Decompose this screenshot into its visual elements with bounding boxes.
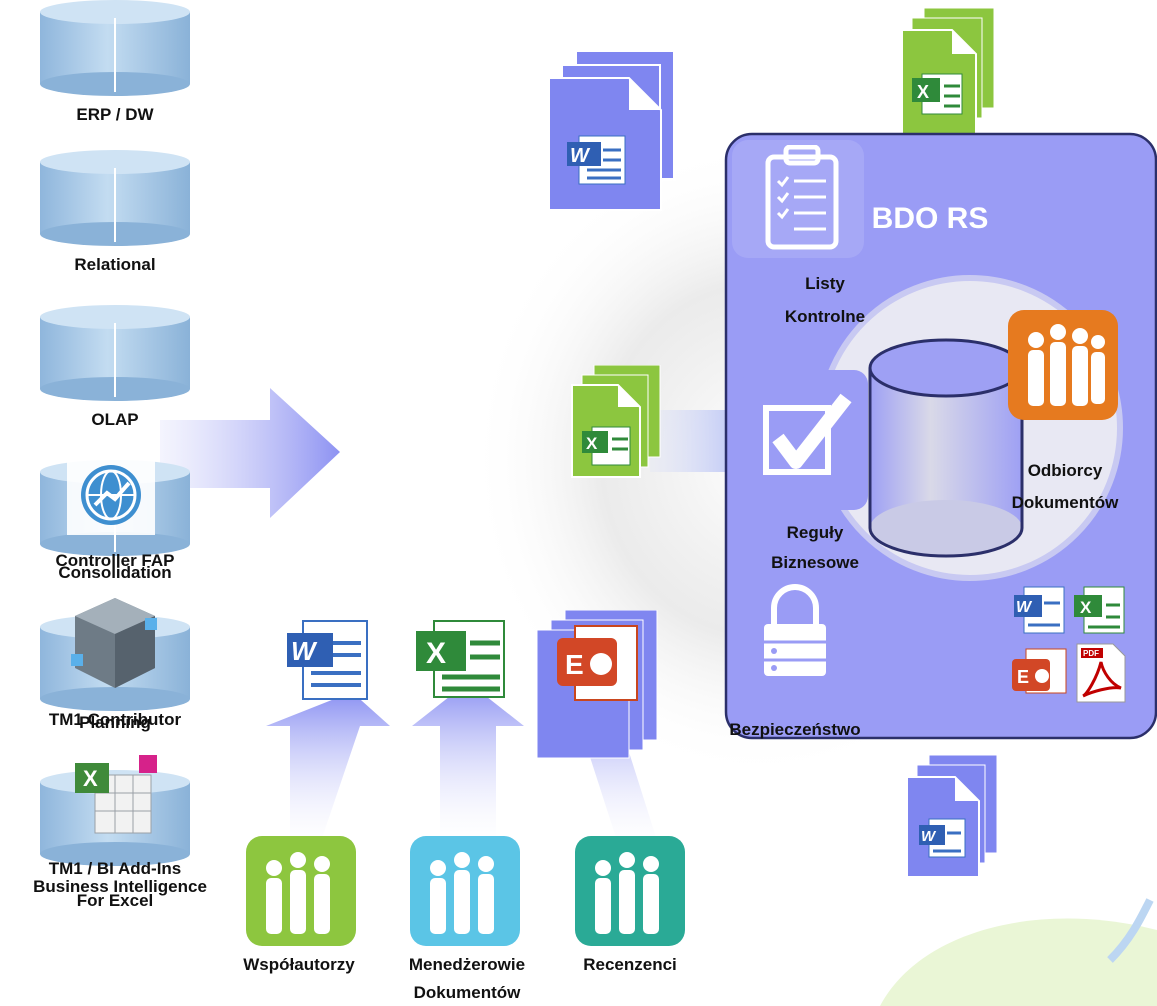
rules-label-a: Reguły — [786, 523, 844, 542]
cylinder-relational — [40, 150, 190, 246]
svg-text:W: W — [291, 636, 318, 666]
database-icon — [868, 338, 1024, 558]
source-label-bi: Business Intelligence — [33, 877, 207, 896]
system-title: BDO RS — [871, 202, 989, 235]
svg-text:E: E — [565, 649, 584, 680]
role-label-managers-b: Dokumentów — [413, 983, 521, 1002]
svg-text:X: X — [917, 82, 929, 102]
security-label: Bezpieczeństwo — [729, 720, 861, 739]
source-label-tm1-addins: TM1 / BI Add-Ins — [48, 859, 182, 878]
source-label-relational: Relational — [74, 255, 156, 274]
contributors-people-icon — [246, 836, 356, 946]
role-label-contributors: Współautorzy — [243, 955, 355, 974]
excel-addin-icon: X — [75, 755, 157, 834]
rules-checkbox-icon — [742, 370, 868, 510]
powerpoint-doc-icon: E — [1012, 648, 1067, 694]
powerpoint-doc-stack: E — [536, 610, 658, 759]
word-doc-stack-bottom: W — [906, 755, 998, 878]
source-label-consolidation: Consolidation — [58, 563, 172, 582]
word-doc-icon: W — [1014, 586, 1065, 634]
checklists-label-a: Listy — [805, 274, 845, 293]
svg-text:W: W — [921, 828, 937, 845]
pdf-label: PDF — [1083, 649, 1099, 658]
excel-doc-stack-middle: X — [571, 365, 661, 478]
source-label-planning: Planning — [79, 713, 151, 732]
svg-text:X: X — [83, 766, 98, 791]
svg-text:E: E — [1017, 667, 1029, 687]
rules-label-b: Biznesowe — [771, 553, 859, 572]
excel-doc-icon: X — [912, 73, 963, 115]
swirl-line — [1107, 898, 1154, 963]
role-label-reviewers: Recenzenci — [583, 955, 677, 974]
svg-text:X: X — [586, 434, 598, 453]
word-doc-icon: W — [919, 818, 966, 858]
cylinder-olap — [40, 305, 190, 401]
svg-text:W: W — [570, 145, 591, 167]
lock-icon — [764, 584, 826, 676]
excel-doc-icon: X — [1074, 586, 1125, 634]
up-arrow-2 — [412, 682, 524, 845]
flow-arrow-right — [160, 388, 340, 518]
word-doc-icon: W — [287, 620, 368, 700]
pdf-doc-icon: PDF — [1076, 643, 1126, 703]
swirl-decoration — [880, 918, 1157, 1006]
word-doc-stack-top: W — [548, 50, 676, 211]
recipients-label-a: Odbiorcy — [1027, 461, 1103, 480]
cylinder-erp — [40, 0, 190, 96]
up-arrow-3 — [552, 688, 660, 850]
document-managers-people-icon — [410, 836, 520, 946]
cube-grid-icon — [71, 598, 157, 688]
checklists-label-b: Kontrolne — [784, 307, 866, 326]
excel-doc-icon: X — [416, 620, 505, 698]
svg-text:W: W — [1016, 599, 1033, 616]
recipients-people-icon — [1008, 310, 1118, 420]
role-label-managers-a: Menedżerowie — [408, 955, 526, 974]
svg-text:X: X — [426, 637, 446, 670]
globe-chart-icon — [67, 455, 155, 535]
source-label-for-excel: For Excel — [76, 891, 154, 910]
recipients-label-b: Dokumentów — [1011, 493, 1119, 512]
word-doc-icon: W — [567, 135, 626, 185]
svg-text:X: X — [1080, 598, 1092, 617]
up-arrow-1 — [266, 692, 390, 850]
source-label-erp: ERP / DW — [76, 105, 154, 124]
powerpoint-doc-icon: E — [557, 625, 638, 701]
excel-doc-stack-top: X — [901, 8, 995, 135]
source-label-tm1-contributor: TM1 Contributor — [48, 710, 182, 729]
source-label-controller: Controller FAP — [55, 551, 175, 570]
excel-doc-icon: X — [582, 426, 631, 466]
source-label-olap: OLAP — [91, 410, 139, 429]
reviewers-people-icon — [575, 836, 685, 946]
checklist-icon — [765, 145, 839, 250]
source-cylinders: X — [40, 0, 190, 866]
